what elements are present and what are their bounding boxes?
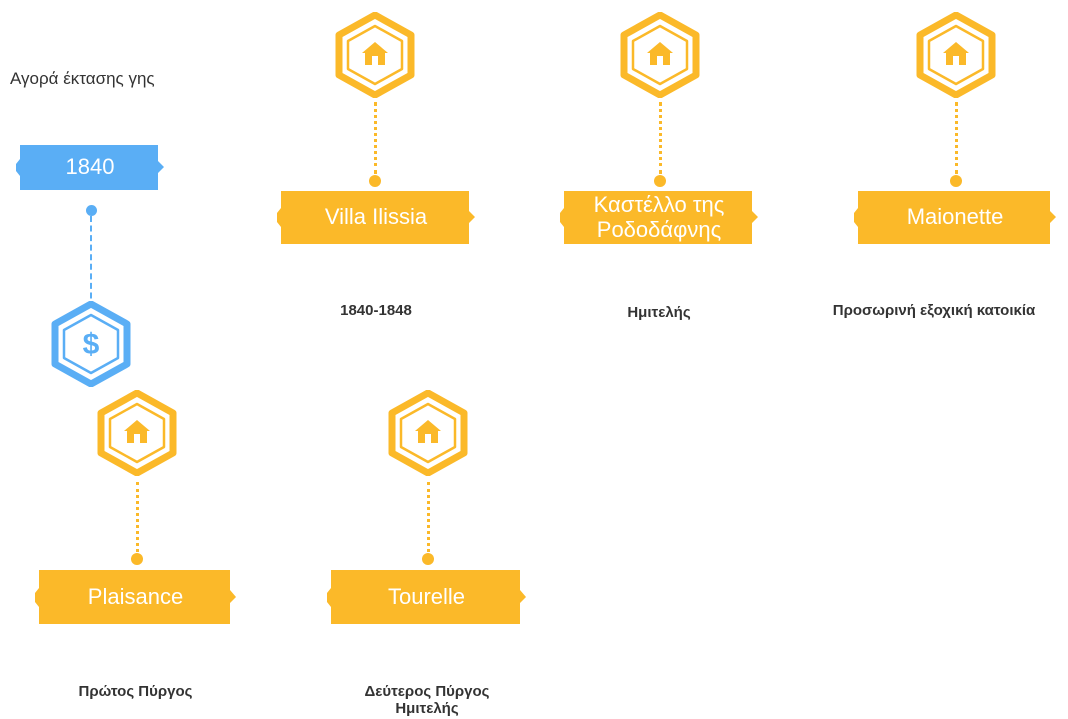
node-banner-villa-ilissia: Villa Ilissia [277, 191, 475, 244]
house-hexagon-villa-ilissia [332, 12, 418, 98]
house-icon [647, 42, 673, 65]
connector-line [427, 482, 430, 552]
year-label: 1840 [65, 154, 115, 180]
house-icon [943, 42, 969, 65]
connector-line [136, 482, 139, 552]
connector-line [90, 216, 92, 308]
house-hexagon-kastello [617, 12, 703, 98]
node-banner-tourelle: Tourelle [327, 570, 526, 624]
node-label: Villa Ilissia [324, 204, 428, 230]
house-hexagon-tourelle [385, 390, 471, 476]
connector-dot [654, 175, 666, 187]
node-banner-maionette: Maionette [854, 191, 1056, 244]
dollar-hexagon: $ [48, 301, 134, 387]
node-caption: 1840-1848 [340, 302, 412, 319]
house-hexagon-plaisance [94, 390, 180, 476]
house-icon [362, 42, 388, 65]
connector-dot [131, 553, 143, 565]
connector-line [659, 102, 662, 174]
dollar-icon: $ [83, 328, 100, 361]
year-banner: 1840 [16, 145, 164, 190]
house-icon [124, 420, 150, 443]
connector-line [374, 102, 377, 174]
node-label: Plaisance [87, 583, 184, 609]
node-caption: Ημιτελής [627, 304, 691, 321]
connector-dot [86, 205, 97, 216]
connector-dot [369, 175, 381, 187]
connector-dot [950, 175, 962, 187]
node-caption: Προσωρινή εξοχική κατοικία [832, 302, 1036, 319]
node-label: Tourelle [387, 583, 466, 609]
node-caption: Δεύτερος Πύργος Ημιτελής [364, 683, 490, 717]
node-label: Καστέλλο της Ροδοδάφνης [593, 192, 725, 242]
intro-text: Αγορά έκτασης γης [10, 69, 155, 88]
connector-line [955, 102, 958, 174]
node-banner-kastello: Καστέλλο της Ροδοδάφνης [560, 191, 758, 244]
connector-dot [422, 553, 434, 565]
house-hexagon-maionette [913, 12, 999, 98]
house-icon [415, 420, 441, 443]
node-label: Maionette [906, 204, 1004, 230]
node-caption: Πρώτος Πύργος [78, 683, 193, 700]
node-banner-plaisance: Plaisance [35, 570, 236, 624]
